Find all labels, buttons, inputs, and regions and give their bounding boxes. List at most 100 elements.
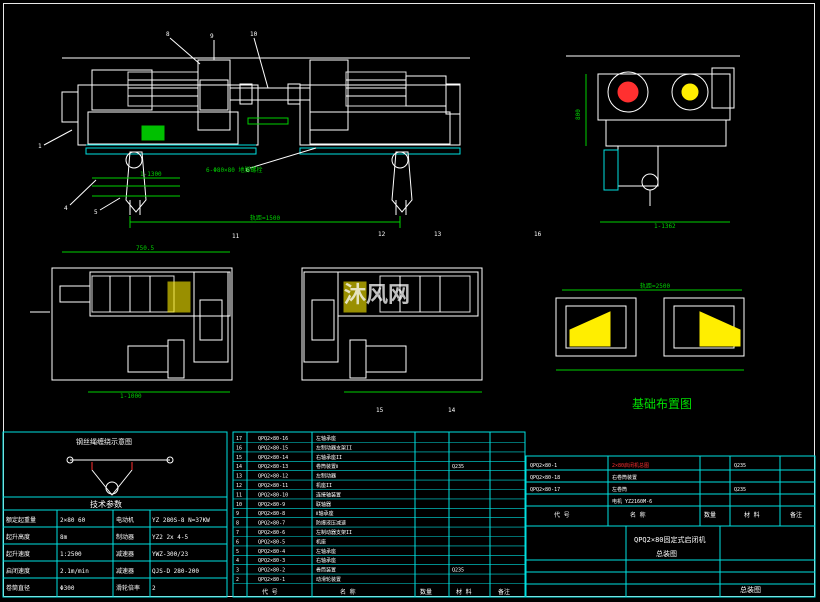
callout-6: 6 xyxy=(246,167,250,174)
foundation-layout xyxy=(555,289,745,371)
tb-header-note: 备注 xyxy=(790,511,802,519)
parts-cell-no: 9 xyxy=(236,511,239,517)
tb-cell-note: Q235 xyxy=(734,463,746,469)
parts-cell-name: 卷筒装置Ⅱ xyxy=(316,463,338,470)
tech-param-k1: 起升速度 xyxy=(6,550,30,558)
anchor-bolt-note: 6-Φ80×80 地脚螺栓 xyxy=(206,166,263,174)
callout-10: 10 xyxy=(250,31,258,38)
title-block-lines xyxy=(525,455,816,598)
parts-cell-code: QPQ2×80-4 xyxy=(258,549,285,555)
parts-cell-code: QPQ2×80-9 xyxy=(258,502,285,508)
tb-cell-code: QPQ2×80-18 xyxy=(530,475,560,481)
tech-params-title: 技术参数 xyxy=(90,499,122,509)
parts-cell-name: 动滑轮装置 xyxy=(316,576,341,583)
title-block-footer: 总装图 xyxy=(740,585,761,594)
rope-diagram-title: 钢丝绳缠绕示意图 xyxy=(76,437,132,446)
parts-cell-name: 联轴器 xyxy=(316,501,331,508)
tech-param-k1: 启闭速度 xyxy=(6,567,30,575)
callout-12: 12 xyxy=(378,231,386,238)
tb-cell-code: QPQ2×80-17 xyxy=(530,487,560,493)
callout-16: 16 xyxy=(534,231,542,238)
parts-cell-no: 7 xyxy=(236,530,239,536)
parts-cell-name: 右轴承座II xyxy=(316,454,342,461)
parts-header-note: 备注 xyxy=(498,588,510,596)
dim-top-left: 1-1300 xyxy=(140,171,162,178)
callout-9: 9 xyxy=(210,33,214,40)
tb-header-code: 代 号 xyxy=(554,511,570,519)
tech-param-v2: YWZ-300/23 xyxy=(152,551,189,558)
parts-cell-code: QPQ2×80-8 xyxy=(258,511,285,517)
parts-cell-no: 12 xyxy=(236,483,242,489)
tb-cell-name: 电机 YZ2160M-6 xyxy=(612,498,652,505)
parts-header-code: 代 号 xyxy=(262,588,278,596)
dim-foundation: 轨距=2500 xyxy=(640,282,670,290)
callout-14: 14 xyxy=(448,407,456,414)
front-elevation-view xyxy=(61,59,461,215)
parts-cell-code: QPQ2×80-14 xyxy=(258,455,288,461)
tech-param-k2: 电动机 xyxy=(116,516,134,524)
dim-side-width: 1-1362 xyxy=(654,223,676,230)
callout-1: 1 xyxy=(38,143,42,150)
rope-diagram xyxy=(66,456,174,496)
parts-cell-code: QPQ2×80-11 xyxy=(258,483,288,489)
tech-param-v1: 1:2500 xyxy=(60,551,82,558)
parts-cell-no: 6 xyxy=(236,539,239,545)
title-block-header: 代 号 名 称 数量 材 料 备注 xyxy=(554,511,802,519)
parts-cell-code: QPQ2×80-3 xyxy=(258,558,285,564)
tech-param-k2: 滑轮倍率 xyxy=(116,584,140,592)
tb-cell-note: Q235 xyxy=(734,487,746,493)
plan-view-left xyxy=(30,251,233,393)
tb-cell-code: QPQ2×80-1 xyxy=(530,463,557,469)
tb-cell-name: 左卷筒 xyxy=(612,486,627,493)
parts-cell-no: 11 xyxy=(236,492,242,498)
parts-cell-name: 右轴承座 xyxy=(316,557,336,564)
drawing-subtitle: 总装图 xyxy=(656,549,677,558)
parts-cell-no: 4 xyxy=(236,558,239,564)
parts-cell-name: 卷筒装置 xyxy=(316,567,336,574)
side-elevation-view xyxy=(566,55,740,223)
tb-cell-name: 右卷筒装置 xyxy=(612,474,637,481)
tech-param-v1: 8m xyxy=(60,534,68,541)
callout-8: 8 xyxy=(166,31,170,38)
parts-cell-name: 机座II xyxy=(316,482,332,489)
parts-cell-name: 左制动器 xyxy=(316,473,336,480)
tech-param-v1: Φ300 xyxy=(60,585,75,592)
parts-header-qty: 数量 xyxy=(420,588,432,596)
parts-header-mat: 材 料 xyxy=(456,588,472,596)
parts-cell-code: QPQ2×80-1 xyxy=(258,577,285,583)
tech-param-v1: 2×80 60 xyxy=(60,517,86,524)
tb-header-name: 名 称 xyxy=(630,511,646,519)
dimension-lines xyxy=(62,57,470,228)
tb-header-mat: 材 料 xyxy=(744,511,760,519)
tech-param-v2: 2 xyxy=(152,585,156,592)
parts-cell-no: 13 xyxy=(236,474,242,480)
parts-cell-name: 左轴承座 xyxy=(316,435,336,442)
parts-cell-no: 3 xyxy=(236,568,239,574)
tech-param-k1: 卷筒直径 xyxy=(6,584,30,592)
plan-view-right xyxy=(301,267,483,393)
parts-cell-code: QPQ2×80-6 xyxy=(258,530,285,536)
parts-cell-no: 14 xyxy=(236,464,242,470)
parts-header: 代 号 名 称 数量 材 料 备注 xyxy=(262,588,510,596)
parts-cell-no: 5 xyxy=(236,549,239,555)
parts-cell-note: Q235 xyxy=(452,464,464,470)
parts-cell-no: 15 xyxy=(236,455,242,461)
parts-cell-name: 机座 xyxy=(316,538,326,545)
dim-side-height: 800 xyxy=(575,109,582,120)
parts-cell-no: 10 xyxy=(236,502,242,508)
dim-plan-left2: 1-1000 xyxy=(120,393,142,400)
tech-param-v2: YZ2 2x 4-5 xyxy=(152,534,189,541)
tech-param-k2: 减速器 xyxy=(116,550,134,558)
drawing-title: QPQ2×80固定式启闭机 xyxy=(634,535,706,544)
dim-rail-span: 轨距=1500 xyxy=(250,214,280,222)
parts-cell-no: 16 xyxy=(236,445,242,451)
dim-plan-left: 750.5 xyxy=(136,245,154,252)
callout-5: 5 xyxy=(94,209,98,216)
parts-header-name: 名 称 xyxy=(340,588,356,596)
callout-13: 13 xyxy=(434,231,442,238)
parts-table-lines xyxy=(232,431,526,598)
parts-cell-code: QPQ2×80-13 xyxy=(258,464,288,470)
parts-cell-no: 2 xyxy=(236,577,239,583)
